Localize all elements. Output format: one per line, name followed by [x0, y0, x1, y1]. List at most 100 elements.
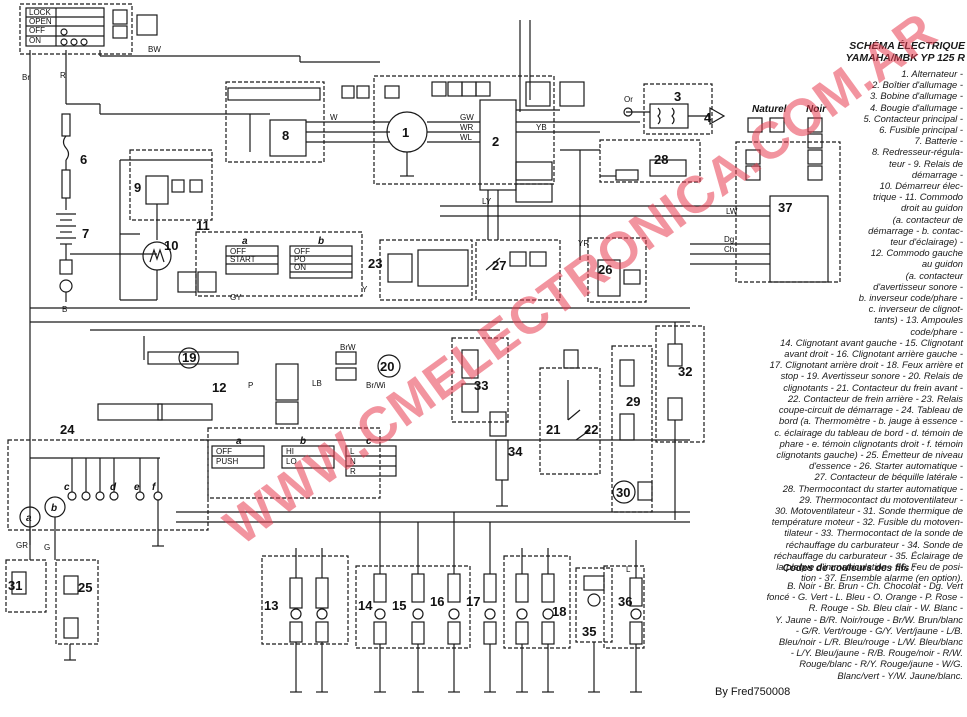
wire-yb: YB [536, 123, 547, 132]
switch-12b-row-hi: HI [286, 447, 294, 456]
component-29: 29 [626, 394, 640, 409]
switch-11a-row-off: OFF [230, 247, 246, 256]
legend-line: coupe-circuit de démarrage - 24. Tableau… [778, 404, 963, 416]
dash-b: b [51, 503, 57, 514]
legend-line: 28. Thermocontact du starter automatique… [782, 482, 963, 494]
legend-line: avant droit - 16. Clignotant arrière gau… [784, 348, 963, 360]
wire-lw: LW [726, 207, 738, 216]
legend-line: (a. contacteur [905, 269, 963, 281]
legend-line: clignotants - 21. Contacteur du frein av… [783, 381, 963, 393]
dash-c: c [64, 482, 70, 493]
component-10: 10 [164, 238, 178, 253]
color-codes-title: Codes de couleurs des fils : [782, 563, 916, 574]
switch-12b-row-lo: LO [286, 457, 297, 466]
legend-line: 3. Bobine d'allumage - [870, 90, 963, 102]
component-23: 23 [368, 256, 382, 271]
legend-line: tants) - 13. Ampoules [874, 314, 963, 326]
alarm-label-naturel: Naturel [752, 104, 787, 115]
legend-line: teur - 9. Relais de [889, 157, 963, 169]
component-7: 7 [82, 226, 89, 241]
switch-12c-letter: c [366, 436, 372, 447]
wire-gr: GR [16, 541, 28, 550]
dash-e: e [134, 482, 140, 493]
legend-line: 30. Motoventilateur - 31. Sonde thermiqu… [774, 504, 963, 516]
switch-12a-row-push: PUSH [216, 457, 238, 466]
legend-line: 2. Boîtier d'allumage - [872, 79, 963, 91]
switch-12a-letter: a [236, 436, 242, 447]
component-3: 3 [674, 89, 681, 104]
color-codes-list: B. Noir - Br. Brun - Ch. Chocolat - Dg. … [735, 580, 963, 681]
codes-line: Blanc/vert - Y/W. Jaune/blanc. [837, 669, 963, 681]
legend-line: c. éclairage du tableau de bord - d. tém… [774, 426, 963, 438]
legend-line: 29. Thermocontact du motoventilateur - [799, 493, 963, 505]
component-8: 8 [282, 128, 289, 143]
legend-line: démarrage - [911, 168, 963, 180]
component-31: 31 [8, 578, 22, 593]
wire-gy: GY [230, 293, 242, 302]
legend-line: 1. Alternateur - [901, 68, 963, 79]
legend-line: bord (a. Thermomètre - b. jauge à essenc… [779, 415, 963, 427]
wire-w: W [330, 113, 338, 122]
component-36: 36 [618, 594, 632, 609]
legend-line: 7. Batterie - [914, 135, 963, 147]
codes-line: Y. Jaune - B/R. Noir/rouge - Br/W. Brun/… [775, 613, 963, 625]
legend-line: tilateur - 33. Thermocontact de la sonde… [784, 527, 963, 539]
component-18: 18 [552, 604, 566, 619]
dash-f: f [152, 482, 157, 493]
switch-11a-letter: a [242, 236, 248, 247]
switch-11b-row-po: PO [294, 255, 306, 264]
legend-line: (a. contacteur de [892, 213, 963, 225]
legend-line: température moteur - 32. Fusible du moto… [771, 516, 963, 528]
wire-lb: LB [312, 379, 322, 388]
legend-line: 8. Redresseur-régula- [871, 146, 963, 158]
legend-line: d'avertisseur sonore - [873, 280, 963, 292]
codes-line: Rouge/blanc - R/Y. Rouge/jaune - W/G. [799, 658, 963, 670]
legend-line: 5. Contacteur principal - [863, 112, 963, 124]
legend-line: 27. Contacteur de béquille latérale - [814, 471, 963, 483]
component-14: 14 [358, 598, 373, 613]
key-row-on: ON [29, 36, 41, 45]
diagram-title: SCHÉMA ÉLECTRIQUE YAMAHA/MBK YP 125 R [805, 40, 965, 64]
component-4: 4 [704, 110, 712, 125]
component-27: 27 [492, 258, 506, 273]
component-1: 1 [402, 125, 409, 140]
legend-line: droit au guidon [900, 202, 963, 214]
component-24: 24 [60, 422, 75, 437]
legend-line: clignotants gauche) - 25. Émetteur de ni… [776, 448, 963, 460]
codes-line: foncé - G. Vert - L. Bleu - O. Orange - … [766, 591, 963, 603]
wire-brwi: Br/Wi [366, 381, 386, 390]
component-21: 21 [546, 422, 560, 437]
wire-yr: YR [578, 239, 589, 248]
wire-l: L [626, 565, 631, 574]
wire-p: P [248, 381, 253, 390]
legend-line: démarrage - b. contac- [868, 224, 963, 236]
legend-line: 22. Contacteur de frein arrière - 23. Re… [787, 392, 963, 404]
key-row-off: OFF [29, 26, 45, 35]
wire-bw: BW [148, 45, 161, 54]
component-28: 28 [654, 152, 668, 167]
wire-g: G [44, 543, 50, 552]
legend-line: au guidon [921, 258, 963, 270]
component-12: 12 [212, 380, 226, 395]
legend-line: stop - 19. Avertisseur sonore - 20. Rela… [780, 370, 963, 382]
wire-br: Br [22, 73, 30, 82]
wire-y: Y [362, 285, 368, 294]
wire-wr: WR [460, 123, 474, 132]
component-11: 11 [196, 218, 210, 233]
component-13: 13 [264, 598, 278, 613]
legend-line: la plaque d'immatriculation - 36. Feu de… [776, 560, 963, 572]
component-22: 22 [584, 422, 598, 437]
key-row-lock: LOCK [29, 8, 51, 17]
component-legend: 1. Alternateur -2. Boîtier d'allumage -3… [735, 68, 963, 583]
component-30: 30 [616, 485, 630, 500]
component-20: 20 [380, 359, 394, 374]
codes-line: B. Noir - Br. Brun - Ch. Chocolat - Dg. … [787, 580, 963, 591]
legend-line: code/phare - [910, 325, 963, 337]
legend-line: trique - 11. Commodo [873, 191, 963, 203]
legend-line: teur d'éclairage) - [890, 236, 963, 248]
codes-line: - G/R. Vert/rouge - G/Y. Vert/jaune - L/… [795, 624, 963, 636]
alarm-label-noir: Noir [806, 104, 827, 115]
switch-11b-row-on: ON [294, 263, 306, 272]
switch-11a-row-start: START [230, 255, 256, 264]
